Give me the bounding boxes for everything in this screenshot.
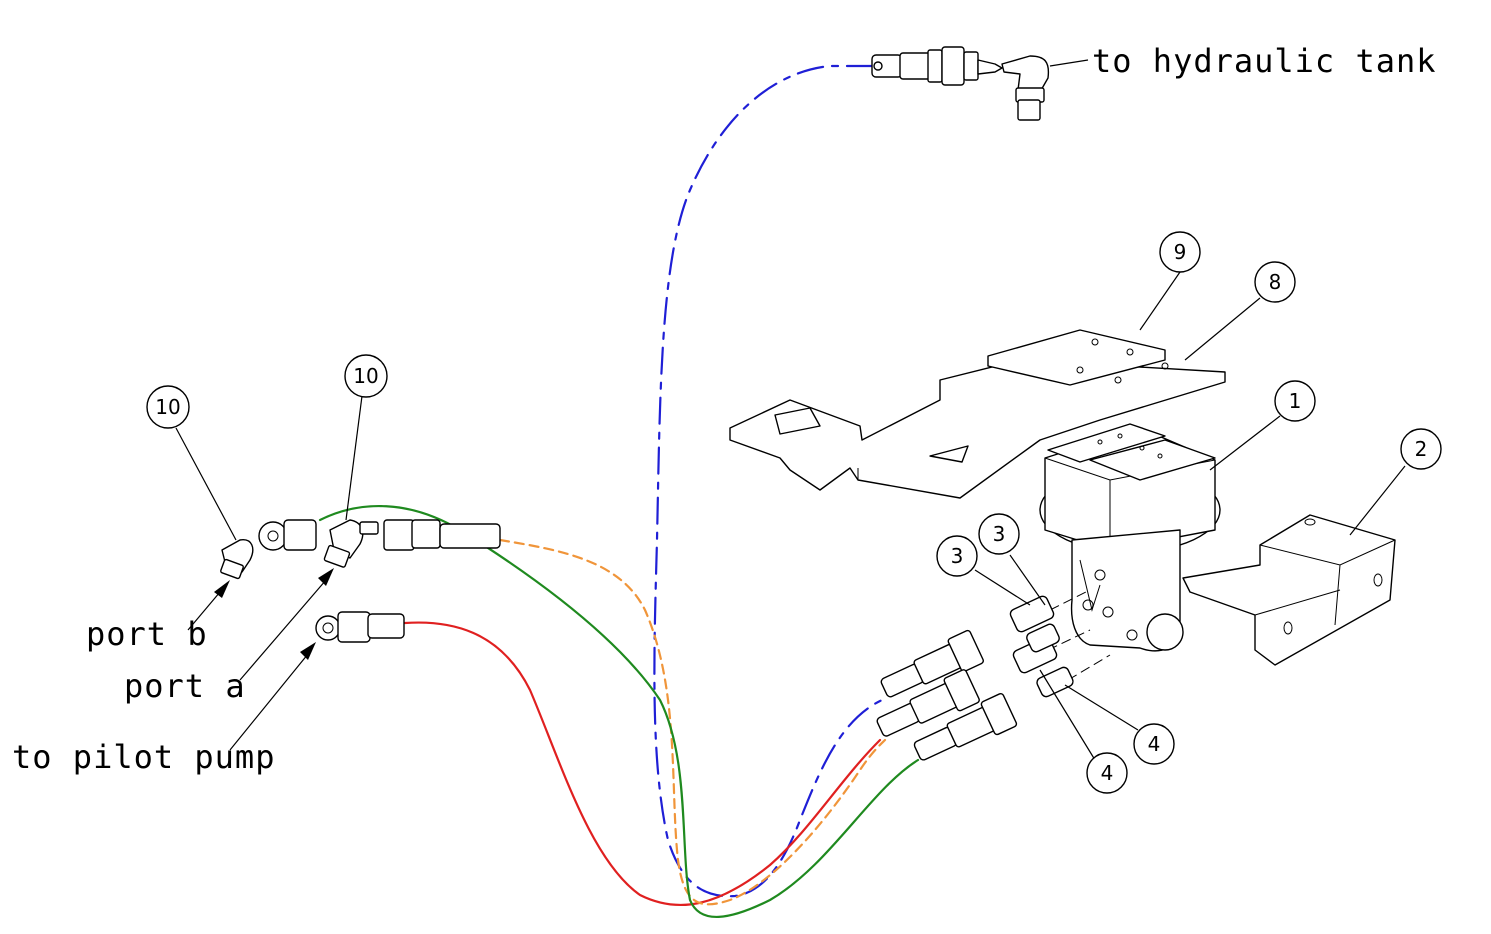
- svg-text:8: 8: [1269, 270, 1282, 294]
- svg-text:3: 3: [951, 544, 964, 568]
- hydraulic-tank-label: to hydraulic tank: [1092, 42, 1437, 80]
- tank-leader-line: [1049, 59, 1089, 67]
- balloon-10-left: 10: [146, 385, 190, 429]
- svg-text:10: 10: [155, 395, 180, 419]
- balloon-4-upper: 4: [1133, 723, 1175, 765]
- mounting-plates: [729, 329, 1226, 499]
- balloon-9: 9: [1159, 231, 1201, 273]
- port-a-hose: [318, 504, 920, 919]
- balloon-3-left: 3: [936, 535, 978, 577]
- svg-text:4: 4: [1101, 761, 1114, 785]
- mounting-plate-8: [729, 359, 1226, 499]
- svg-text:1: 1: [1289, 389, 1302, 413]
- left-leaders: [187, 568, 334, 751]
- svg-text:3: 3: [993, 522, 1006, 546]
- angle-bracket-2: [1182, 514, 1396, 666]
- pilot-valve-body: [1039, 423, 1221, 652]
- tank-return-hose: [653, 64, 884, 898]
- port-b-label: port b: [86, 615, 208, 653]
- hose-lines: [318, 64, 920, 919]
- left-fittings: [220, 519, 501, 643]
- svg-text:10: 10: [353, 364, 378, 388]
- svg-text:9: 9: [1174, 240, 1187, 264]
- svg-text:4: 4: [1148, 732, 1161, 756]
- tank-fittings: [871, 46, 1050, 121]
- balloon-2: 2: [1400, 428, 1442, 470]
- balloon-leaders: [175, 271, 1406, 761]
- balloon-8: 8: [1254, 261, 1296, 303]
- top-plate-9: [987, 329, 1166, 386]
- svg-text:2: 2: [1415, 437, 1428, 461]
- balloon-3-right: 3: [978, 513, 1020, 555]
- port-b-hose: [498, 538, 887, 906]
- hose-end-fittings-right: [876, 629, 1018, 761]
- adapters: [1009, 589, 1111, 698]
- balloon-10-right: 10: [344, 354, 388, 398]
- balloon-4-lower: 4: [1086, 752, 1128, 794]
- pilot-pump-hose: [403, 621, 882, 907]
- port-a-label: port a: [124, 667, 246, 705]
- pilot-pump-label: to pilot pump: [12, 738, 275, 776]
- balloon-1: 1: [1274, 380, 1316, 422]
